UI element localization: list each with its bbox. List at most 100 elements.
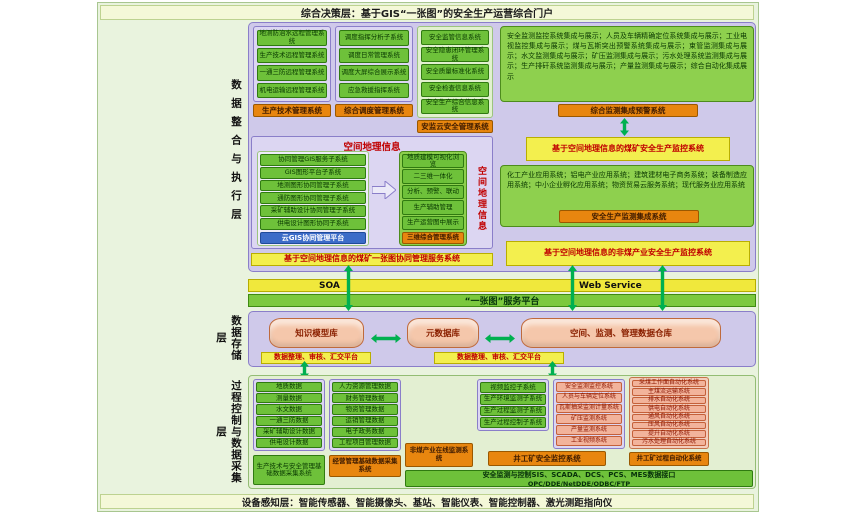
knowledge-model-db: 知识模型库 — [269, 318, 364, 348]
data-audit-bar-right: 数据整理、审核、汇交平台 — [434, 352, 564, 364]
data-box: 测量数据 — [256, 393, 322, 404]
panel-video-monitor-systems: 视频监控子系统生产环境监测子系统生产过程监测子系统生产过程控制子系统 — [477, 379, 549, 431]
architecture-diagram: 综合决策层：基于GIS“一张图”的安全生产运营综合门户 数据整合与执行层 数据存… — [97, 2, 759, 512]
panel-safety-monitor-systems: 安全监测监控系统人员与车辆定位系统瓦斯抽采监测计量系统矿压监测系统产量监测系统工… — [553, 379, 625, 449]
down-arrow-icon — [620, 118, 629, 140]
automation-system-box: 通风自动化系统 — [632, 413, 706, 421]
gis-subsystem-box: 通防图形协同管理子系统 — [260, 192, 366, 205]
spatial-monitor-mgmt-warehouse: 空间、监测、管理数据仓库 — [521, 318, 721, 348]
updown-arrow-icon — [344, 265, 353, 315]
data-box: 供电设计数据 — [256, 437, 322, 449]
interface-line1: 安全监测与控制SIS、SCADA、DCS、PCS、MES数据接口 — [482, 470, 676, 479]
system-box: 安全隐患闭环管理系统 — [421, 47, 489, 63]
industry-panel-text: 化工产业应用系统；铝电产业应用系统；建筑建材电子商务系统；装备制造应用系统；中小… — [507, 171, 747, 190]
system-box: 安全质量标准化系统 — [421, 64, 489, 80]
gis-cloud-platform-box: 云GIS协同管理平台 — [260, 232, 366, 244]
gis-subsystem-box: 供电设计图形协同子系统 — [260, 218, 366, 230]
monitor-footer-box: 综合监测集成预警系统 — [558, 104, 698, 117]
colB-items: 人力资源管理数据财务管理数据物资管理数据运销管理数据电子政务数据工程项目管理数据 — [330, 380, 400, 450]
system-box: 机电运输远程管理系统 — [257, 82, 327, 98]
data-box: 物资管理数据 — [332, 404, 398, 415]
automation-system-box: 主煤流运输系统 — [632, 388, 706, 396]
one-map-platform-bar: “一张图”服务平台 — [248, 294, 756, 307]
industry-panel: 化工产业应用系统；铝电产业应用系统；建筑建材电子商务系统；装备制造应用系统；中小… — [500, 165, 754, 227]
gis-function-box: 分析、预警、联动 — [402, 184, 464, 200]
gis-right-subpanel: 地质建模可视化浏览二三维一体化分析、预警、联动生产辅助管理生产运营图中展示 三维… — [399, 151, 467, 246]
panel-tech-data: 地质数据测量数据水文数据一通三防数据采矿辅助设计数据供电设计数据 — [253, 379, 325, 451]
coal-monitor-yellow-bar: 基于空间地理信息的煤矿安全生产监控系统 — [526, 137, 730, 161]
layer-label-process: 过程控制与数据采集层 — [215, 380, 242, 484]
panel-dispatch-systems: 调度指挥分析子系统调度日常管理系统调度大屏综合展示系统应急救援指挥系统 — [335, 26, 413, 102]
gis-function-box: 二三维一体化 — [402, 169, 464, 184]
monitor-system-box: 工业视频系统 — [556, 436, 622, 446]
col3-items: 安全监管信息系统安全隐患闭环管理系统安全质量标准化系统安全检查信息系统安全生产综… — [418, 27, 492, 117]
system-box: 安全生产综合信息系统 — [421, 98, 489, 115]
monitor-system-box: 瓦斯抽采监测计量系统 — [556, 403, 622, 414]
colE-items: 安全监测监控系统人员与车辆定位系统瓦斯抽采监测计量系统矿压监测系统产量监测系统工… — [554, 380, 624, 448]
col1-footer-box: 生产技术管理系统 — [253, 104, 331, 117]
gis-block-arrow-icon — [371, 179, 397, 203]
gis-3d-system-box: 三维综合管理系统 — [402, 232, 464, 244]
colF-items: 采煤工作面自动化系统主煤流运输系统排水自动化系统供电自动化系统通风自动化系统压风… — [630, 378, 708, 448]
col2-items: 调度指挥分析子系统调度日常管理系统调度大屏综合展示系统应急救援指挥系统 — [336, 27, 412, 101]
device-perception-banner: 设备感知层：智能传感器、智能摄像头、基站、智能仪表、智能控制器、激光测距指向仪 — [100, 494, 754, 509]
system-box: 调度大屏综合展示系统 — [339, 65, 409, 81]
automation-system-box: 采煤工作面自动化系统 — [632, 379, 706, 388]
web-service-label: Web Service — [579, 281, 642, 291]
col2-footer-box: 综合调度管理系统 — [335, 104, 413, 117]
mine-safety-monitor-footer-box: 井工矿安全监控系统 — [488, 451, 606, 466]
colA-items: 地质数据测量数据水文数据一通三防数据采矿辅助设计数据供电设计数据 — [254, 380, 324, 450]
monitor-system-box: 人员与车辆定位系统 — [556, 392, 622, 403]
automation-system-box: 排水自动化系统 — [632, 396, 706, 405]
system-box: 生产技术远程管理系统 — [257, 47, 327, 63]
soa-bar: SOA Web Service — [248, 279, 756, 292]
metadata-db: 元数据库 — [407, 318, 479, 348]
gis-subsystem-box: GIS图形平台子系统 — [260, 166, 366, 179]
decision-layer-banner: 综合决策层：基于GIS“一张图”的安全生产运营综合门户 — [100, 5, 754, 20]
noncoal-monitor-yellow-bar: 基于空间地理信息的非煤产业安全生产监控系统 — [506, 241, 750, 266]
col1-items: 地测防治水远程管理系统生产技术远程管理系统一通三防远程管理系统机电运输远程管理系… — [254, 27, 330, 101]
updown-arrow-icon — [300, 361, 309, 383]
layer-label-integration: 数据整合与执行层 — [230, 79, 242, 227]
gis-subsystem-box: 协同管理GIS服务子系统 — [260, 154, 366, 166]
panel-business-data: 人力资源管理数据财务管理数据物资管理数据运销管理数据电子政务数据工程项目管理数据 — [329, 379, 401, 451]
noncoal-online-monitor-box: 非煤产业在线监测系统 — [405, 443, 473, 467]
subsystem-box: 视频监控子系统 — [480, 382, 546, 393]
system-box: 安全监管信息系统 — [421, 30, 489, 46]
scada-interface-bar: 安全监测与控制SIS、SCADA、DCS、PCS、MES数据接口 OPC/DDE… — [405, 470, 753, 488]
colB-footer-box: 经营管理基础数据采集系统 — [329, 455, 401, 477]
monitor-system-box: 产量监测系统 — [556, 425, 622, 436]
updown-arrow-icon — [658, 265, 667, 315]
gis-subsystem-box: 采矿辅助设计协同管理子系统 — [260, 205, 366, 218]
data-audit-bar-left: 数据整理、审核、汇交平台 — [261, 352, 371, 364]
system-box: 应急救援指挥系统 — [339, 82, 409, 98]
gis-function-box: 生产运营图中展示 — [402, 215, 464, 231]
system-box: 一通三防远程管理系统 — [257, 65, 327, 81]
subsystem-box: 生产过程控制子系统 — [480, 417, 546, 428]
monitor-integration-panel: 安全监测监控系统集成与展示；人员及车辆精确定位系统集成与展示；工业电视监控集成与… — [500, 26, 754, 102]
gis-function-box: 生产辅助管理 — [402, 200, 464, 215]
storage-layer-panel: 知识模型库 元数据库 空间、监测、管理数据仓库 数据整理、审核、汇交平台 数据整… — [248, 311, 756, 367]
soa-label: SOA — [319, 281, 340, 291]
data-box: 电子政务数据 — [332, 426, 398, 437]
automation-system-box: 供电自动化系统 — [632, 405, 706, 413]
data-box: 工程项目管理数据 — [332, 437, 398, 449]
subsystem-box: 生产环境监测子系统 — [480, 393, 546, 405]
interface-line2: OPC/DDE/NetDDE/ODBC/FTP — [527, 479, 631, 488]
gis-bottom-yellow-bar: 基于空间地理信息的煤矿一张图协同管理服务系统 — [251, 253, 493, 266]
data-box: 财务管理数据 — [332, 393, 398, 404]
data-box: 地质数据 — [256, 382, 322, 393]
automation-system-box: 压风自动化系统 — [632, 421, 706, 430]
automation-system-box: 提升自动化系统 — [632, 430, 706, 438]
updown-arrow-icon — [548, 361, 557, 383]
industry-footer-box: 安全生产监测集成系统 — [559, 210, 699, 223]
colA-footer-box: 生产技术与安全管理基础数据采集系统 — [253, 455, 325, 485]
data-box: 一通三防数据 — [256, 415, 322, 426]
system-box: 地测防治水远程管理系统 — [257, 30, 327, 46]
data-box: 人力资源管理数据 — [332, 382, 398, 393]
data-box: 采矿辅助设计数据 — [256, 426, 322, 437]
gis-function-box: 地质建模可视化浏览 — [402, 153, 464, 169]
